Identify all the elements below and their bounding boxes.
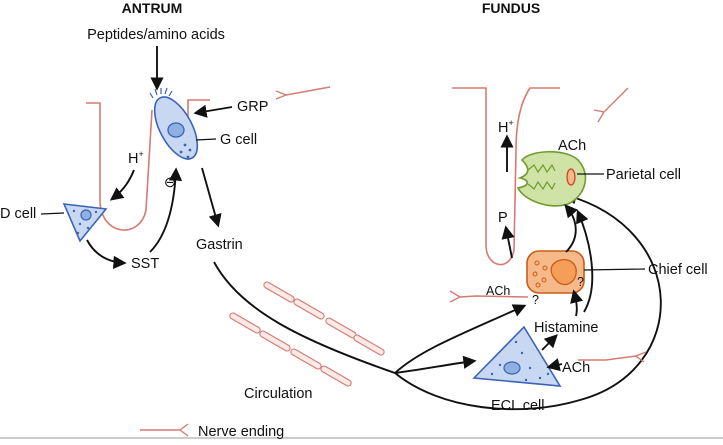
g-cell-pointer (195, 138, 217, 141)
ecl-ach-label: ACh (562, 360, 590, 376)
ecl-cell-label: ECL cell (491, 398, 544, 414)
g-cell-microvilli (149, 87, 173, 99)
pepsinogen-label: P (498, 210, 508, 226)
histamine-to-chief-arrow (570, 289, 584, 317)
chief-cell-label: Chief cell (648, 262, 708, 278)
gastrin-to-ecl-arrow (394, 355, 477, 374)
chief-question-mark-2: ? (577, 275, 584, 289)
d-cell-to-sst-arrow (86, 239, 127, 269)
ecl-cell (472, 325, 562, 387)
chief-region-to-parietal-arrow (564, 203, 578, 253)
chief-question-mark: ? (532, 293, 539, 307)
chief-pointer (583, 268, 646, 271)
fundic-gland-outline (452, 87, 560, 266)
h-plus-to-d-cell-arrow (109, 169, 135, 201)
grp-label: GRP (237, 99, 268, 115)
ach-to-ecl-arrow (546, 358, 563, 372)
fundus-ach-nerve-middle (449, 290, 529, 303)
fundus-ach-nerve-top (593, 87, 629, 123)
gastrin-to-parietal-arrow (394, 191, 662, 411)
g-cell (149, 87, 199, 160)
gastrin-to-chief-arrow (394, 304, 527, 374)
fundus-h-plus-label: H+ (498, 118, 514, 136)
histamine-to-parietal-arrow (576, 209, 594, 313)
stimulus-label: Peptides/amino acids (87, 27, 225, 43)
parietal-cell (516, 150, 587, 207)
g-cell-nucleus (167, 122, 185, 138)
g-cell-to-gastrin-arrow (201, 167, 222, 228)
parietal-cell-label: Parietal cell (606, 167, 681, 183)
sst-to-g-cell-arrow (149, 167, 183, 253)
sst-label: SST (131, 256, 159, 272)
d-cell (62, 203, 108, 243)
parietal-canaliculi (527, 163, 556, 191)
chief-p-arrow (501, 225, 515, 259)
legend-nerve-symbol (140, 423, 189, 437)
ecl-ach-nerve (578, 351, 647, 363)
histamine-label: Histamine (534, 320, 598, 336)
grp-arrow (193, 104, 233, 118)
circulation-label: Circulation (244, 386, 313, 402)
chief-cell (526, 250, 585, 294)
chief-nucleus (550, 259, 577, 286)
parietal-ach-label: ACh (558, 138, 586, 154)
d-cell-label: D cell (0, 206, 36, 222)
legend-nerve-ending-label: Nerve ending (198, 424, 284, 440)
header-fundus: FUNDUS (482, 0, 540, 16)
header-antrum: ANTRUM (122, 0, 183, 16)
chief-ach-label: ACh (486, 284, 510, 298)
antral-gland-outline (86, 102, 153, 231)
ecl-to-histamine-arrow (541, 334, 558, 351)
d-cell-pointer (40, 212, 65, 215)
gastrin-label: Gastrin (196, 237, 243, 253)
grp-nerve-ending (275, 86, 331, 100)
antrum-h-plus-label: H+ (128, 149, 144, 167)
g-cell-label: G cell (220, 132, 257, 148)
circulation-vessels (229, 281, 385, 387)
gastrin-circulation-path (213, 261, 396, 374)
parietal-nucleus (566, 168, 576, 186)
